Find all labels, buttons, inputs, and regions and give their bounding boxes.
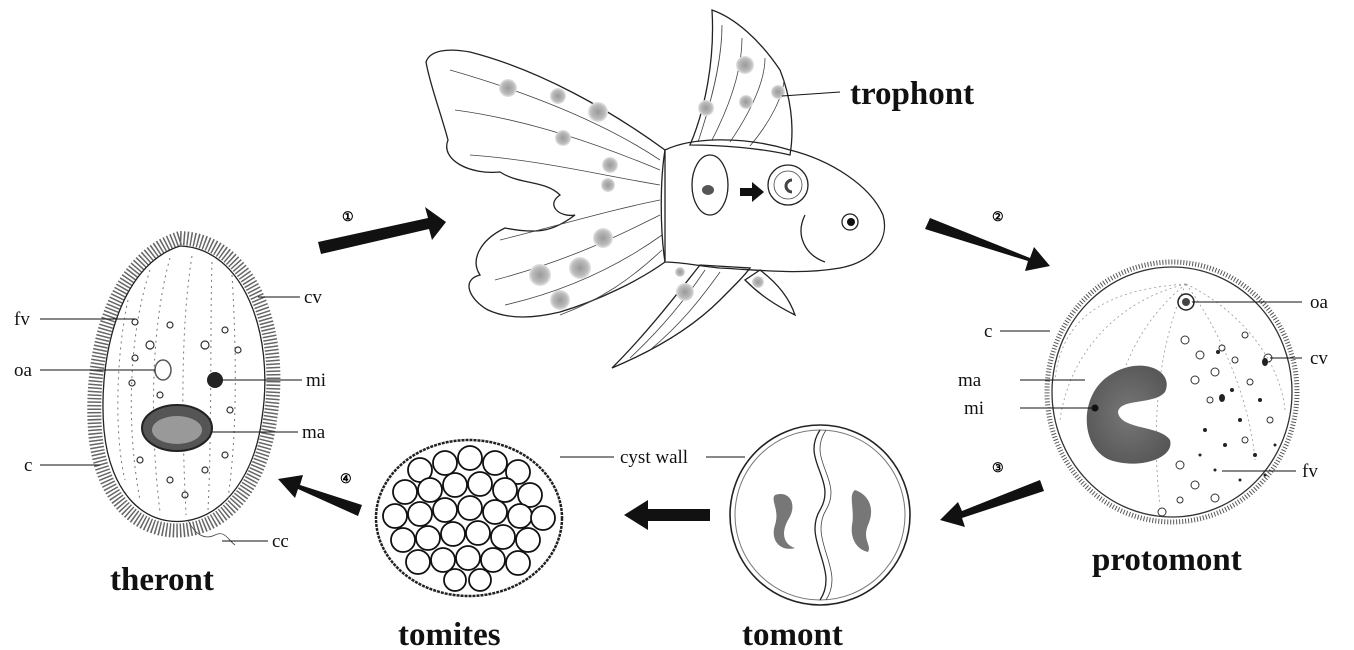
step-4-number: ④ [340, 471, 352, 486]
theront-cv-label: cv [304, 287, 322, 308]
theront-ma-label: ma [302, 422, 326, 443]
arrow-step-4: ④ [278, 468, 362, 516]
protomont-cv-label: cv [1310, 348, 1328, 369]
theront-oa-label: oa [14, 360, 33, 381]
arrow-step-3: ③ [940, 457, 1044, 527]
theront-cc-label: cc [272, 531, 289, 552]
protomont-label: protomont [1092, 542, 1242, 578]
protomont-fv-label: fv [1302, 461, 1318, 482]
trophont-leader [782, 92, 840, 96]
goldfish-illustration [426, 10, 885, 368]
protomont-oa-label: oa [1310, 292, 1329, 313]
arrow-step-2: ② [925, 206, 1050, 271]
trophont-label: trophont [850, 76, 974, 112]
step-3-number: ③ [992, 460, 1004, 475]
theront-cell [94, 238, 273, 545]
theront-fv-label: fv [14, 309, 30, 330]
protomont-mi-label: mi [964, 398, 984, 419]
arrow-tomont-to-tomites [624, 500, 710, 530]
tomont-cyst [730, 425, 910, 605]
theront-c-label: c [24, 455, 32, 476]
cyst-wall-label: cyst wall [620, 447, 688, 468]
protomont-c-label: c [984, 321, 992, 342]
theront-mi-label: mi [306, 370, 326, 391]
theront-label: theront [110, 562, 214, 598]
step-2-number: ② [992, 209, 1004, 224]
protomont-cell [1047, 262, 1297, 522]
arrow-step-1: ① [318, 206, 446, 254]
protomont-ma-label: ma [958, 370, 982, 391]
tomites-cyst [376, 440, 562, 596]
step-1-number: ① [342, 209, 354, 224]
tomont-label: tomont [742, 617, 843, 650]
trophont-spots [499, 56, 785, 310]
tomites-label: tomites [398, 617, 501, 650]
